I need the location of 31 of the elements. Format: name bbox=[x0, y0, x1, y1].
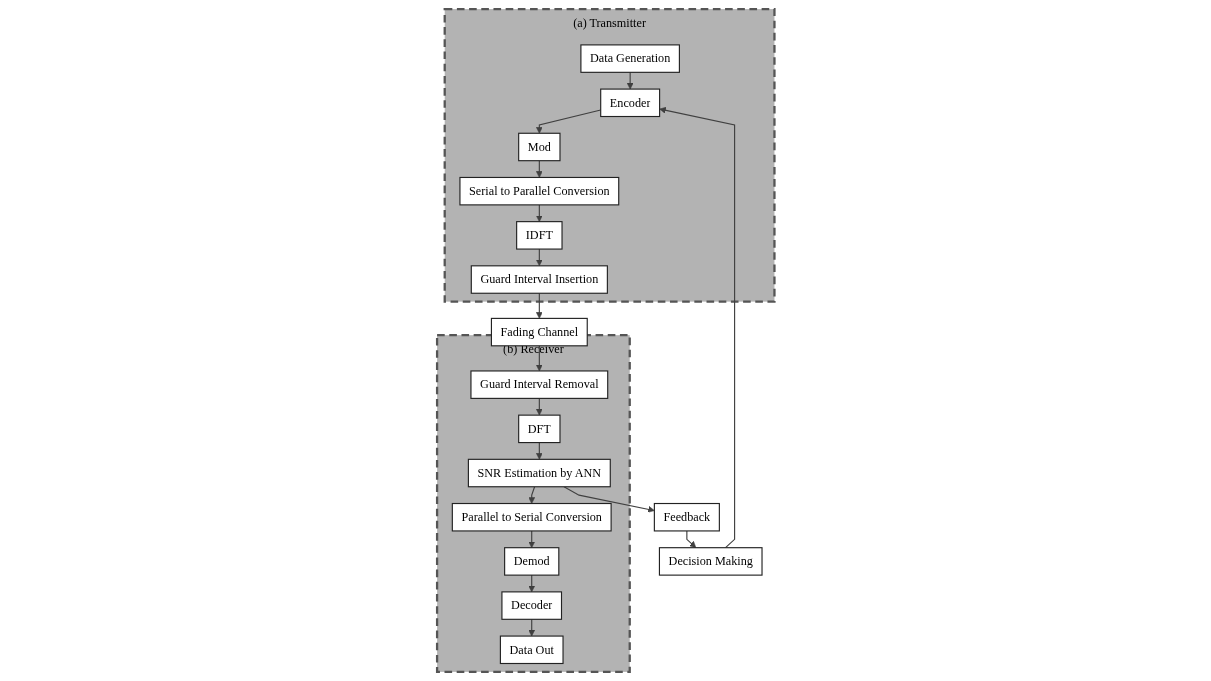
arrow bbox=[535, 204, 543, 222]
arrow bbox=[528, 618, 535, 637]
node-box: Mod bbox=[517, 132, 561, 162]
arrow bbox=[535, 109, 601, 134]
arrow bbox=[686, 530, 696, 548]
arrow bbox=[528, 486, 535, 504]
node-box: Decision Making bbox=[658, 547, 763, 576]
arrow bbox=[563, 486, 655, 513]
node-box: IDFT bbox=[515, 221, 563, 250]
node-box: Encoder bbox=[599, 88, 660, 118]
arrow bbox=[626, 71, 634, 90]
node-box: Decoder bbox=[501, 591, 562, 620]
arrow bbox=[528, 530, 535, 548]
arrow bbox=[528, 574, 535, 593]
arrow bbox=[535, 442, 543, 460]
node-box: Guard Interval Removal bbox=[470, 370, 608, 399]
arrow bbox=[535, 397, 543, 416]
arrow bbox=[535, 160, 543, 178]
node-box: Guard Interval Insertion bbox=[470, 265, 608, 294]
node-box: Fading Channel bbox=[490, 317, 588, 347]
node-box: Parallel to Serial Conversion bbox=[451, 502, 612, 532]
node-box: DFT bbox=[517, 414, 561, 444]
arrow bbox=[535, 248, 543, 267]
node-box: Demod bbox=[503, 547, 560, 576]
node-box: Data Out bbox=[499, 635, 564, 665]
node-box: Data Generation bbox=[580, 44, 680, 73]
node-box: SNR Estimation by ANN bbox=[467, 458, 611, 488]
arrow bbox=[535, 292, 543, 319]
arrow bbox=[659, 107, 735, 549]
node-box: Serial to Parallel Conversion bbox=[459, 176, 619, 206]
node-box: Feedback bbox=[653, 502, 720, 532]
